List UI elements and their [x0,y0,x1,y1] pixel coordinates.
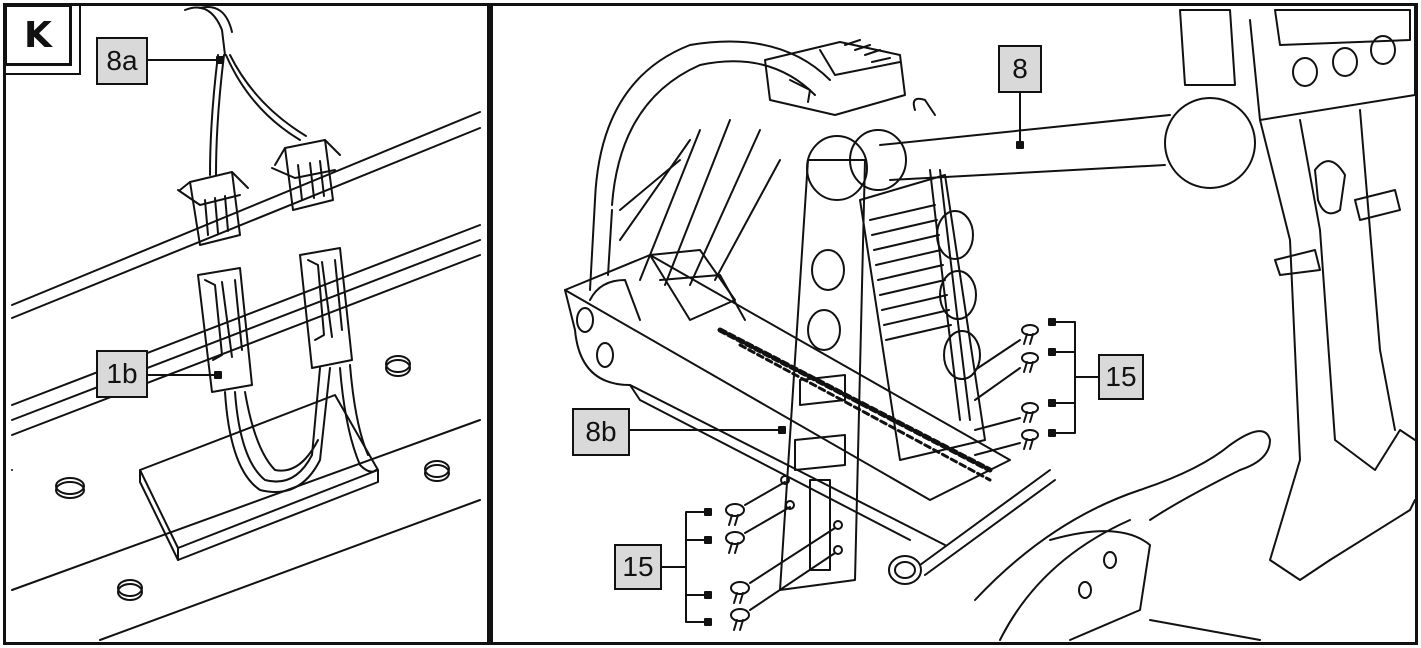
screws-right [974,324,1039,456]
console-and-upright [1179,4,1416,581]
callout-1b: 1b [96,350,148,398]
step-badge-frame [3,3,81,75]
step-badge: K [4,4,72,66]
frame-assembly-panel [490,3,1418,645]
callout-15-left: 15 [614,544,662,590]
screws-left [725,481,836,631]
side-plate-8b [779,159,866,591]
right-leader-lines [629,92,1099,626]
callout-8b: 8b [572,408,630,456]
rail-beam [564,249,1056,585]
belt-and-frame [859,169,986,461]
callout-8: 8 [998,45,1042,93]
flywheel-drawing [589,39,906,291]
callout-8a: 8a [96,37,148,85]
seat-and-handles [974,430,1271,641]
upper-connectors-8a [177,6,341,246]
callout-15-right: 15 [1098,354,1144,400]
left-leader-lines [147,56,224,379]
handlebar-tube-8 [806,97,1256,201]
lower-connectors-1b [197,247,377,493]
base-plate-drawing [11,111,481,641]
